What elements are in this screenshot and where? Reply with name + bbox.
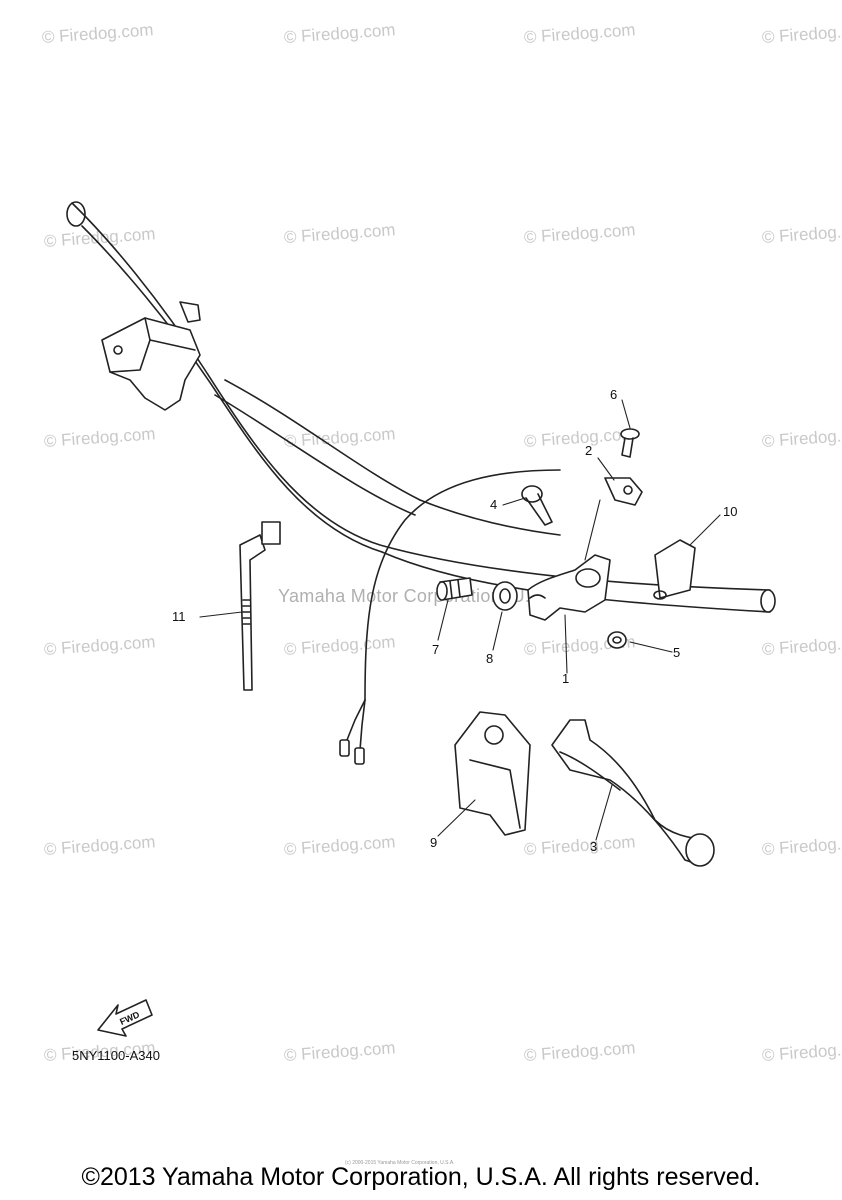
callout-6: 6 [610,387,618,402]
callout-10: 10 [723,504,738,519]
nut [607,631,627,649]
locknut [492,581,518,611]
callout-3: 3 [590,839,598,854]
callout-11: 11 [172,609,186,624]
leader-lines [199,399,721,841]
copyright-footer: ©2013 Yamaha Motor Corporation, U.S.A. A… [81,1163,761,1191]
callout-8: 8 [486,651,494,666]
callout-7: 7 [432,642,440,657]
cable-tie [239,521,281,691]
adjuster-bolt [436,577,473,601]
callout-4: 4 [490,497,498,512]
callout-1: 1 [562,671,570,686]
pivot-bolt [521,485,553,526]
switch-housing-left [101,301,201,411]
clamp [604,477,643,506]
lever-cover [454,711,531,836]
tiny-copyright-note: (c) 2000-2015 Yamaha Motor Corporation, … [345,1160,455,1166]
lever [551,719,715,867]
callout-9: 9 [430,835,438,850]
cable-assembly [339,469,561,765]
callout-5: 5 [673,645,681,660]
holder-right [653,539,696,600]
callout-2: 2 [585,443,593,458]
lever-holder [527,554,611,621]
screw [620,428,640,458]
fwd-arrow-icon: FWD [97,999,153,1037]
reference-code: 5NY1100-A340 [72,1048,160,1063]
